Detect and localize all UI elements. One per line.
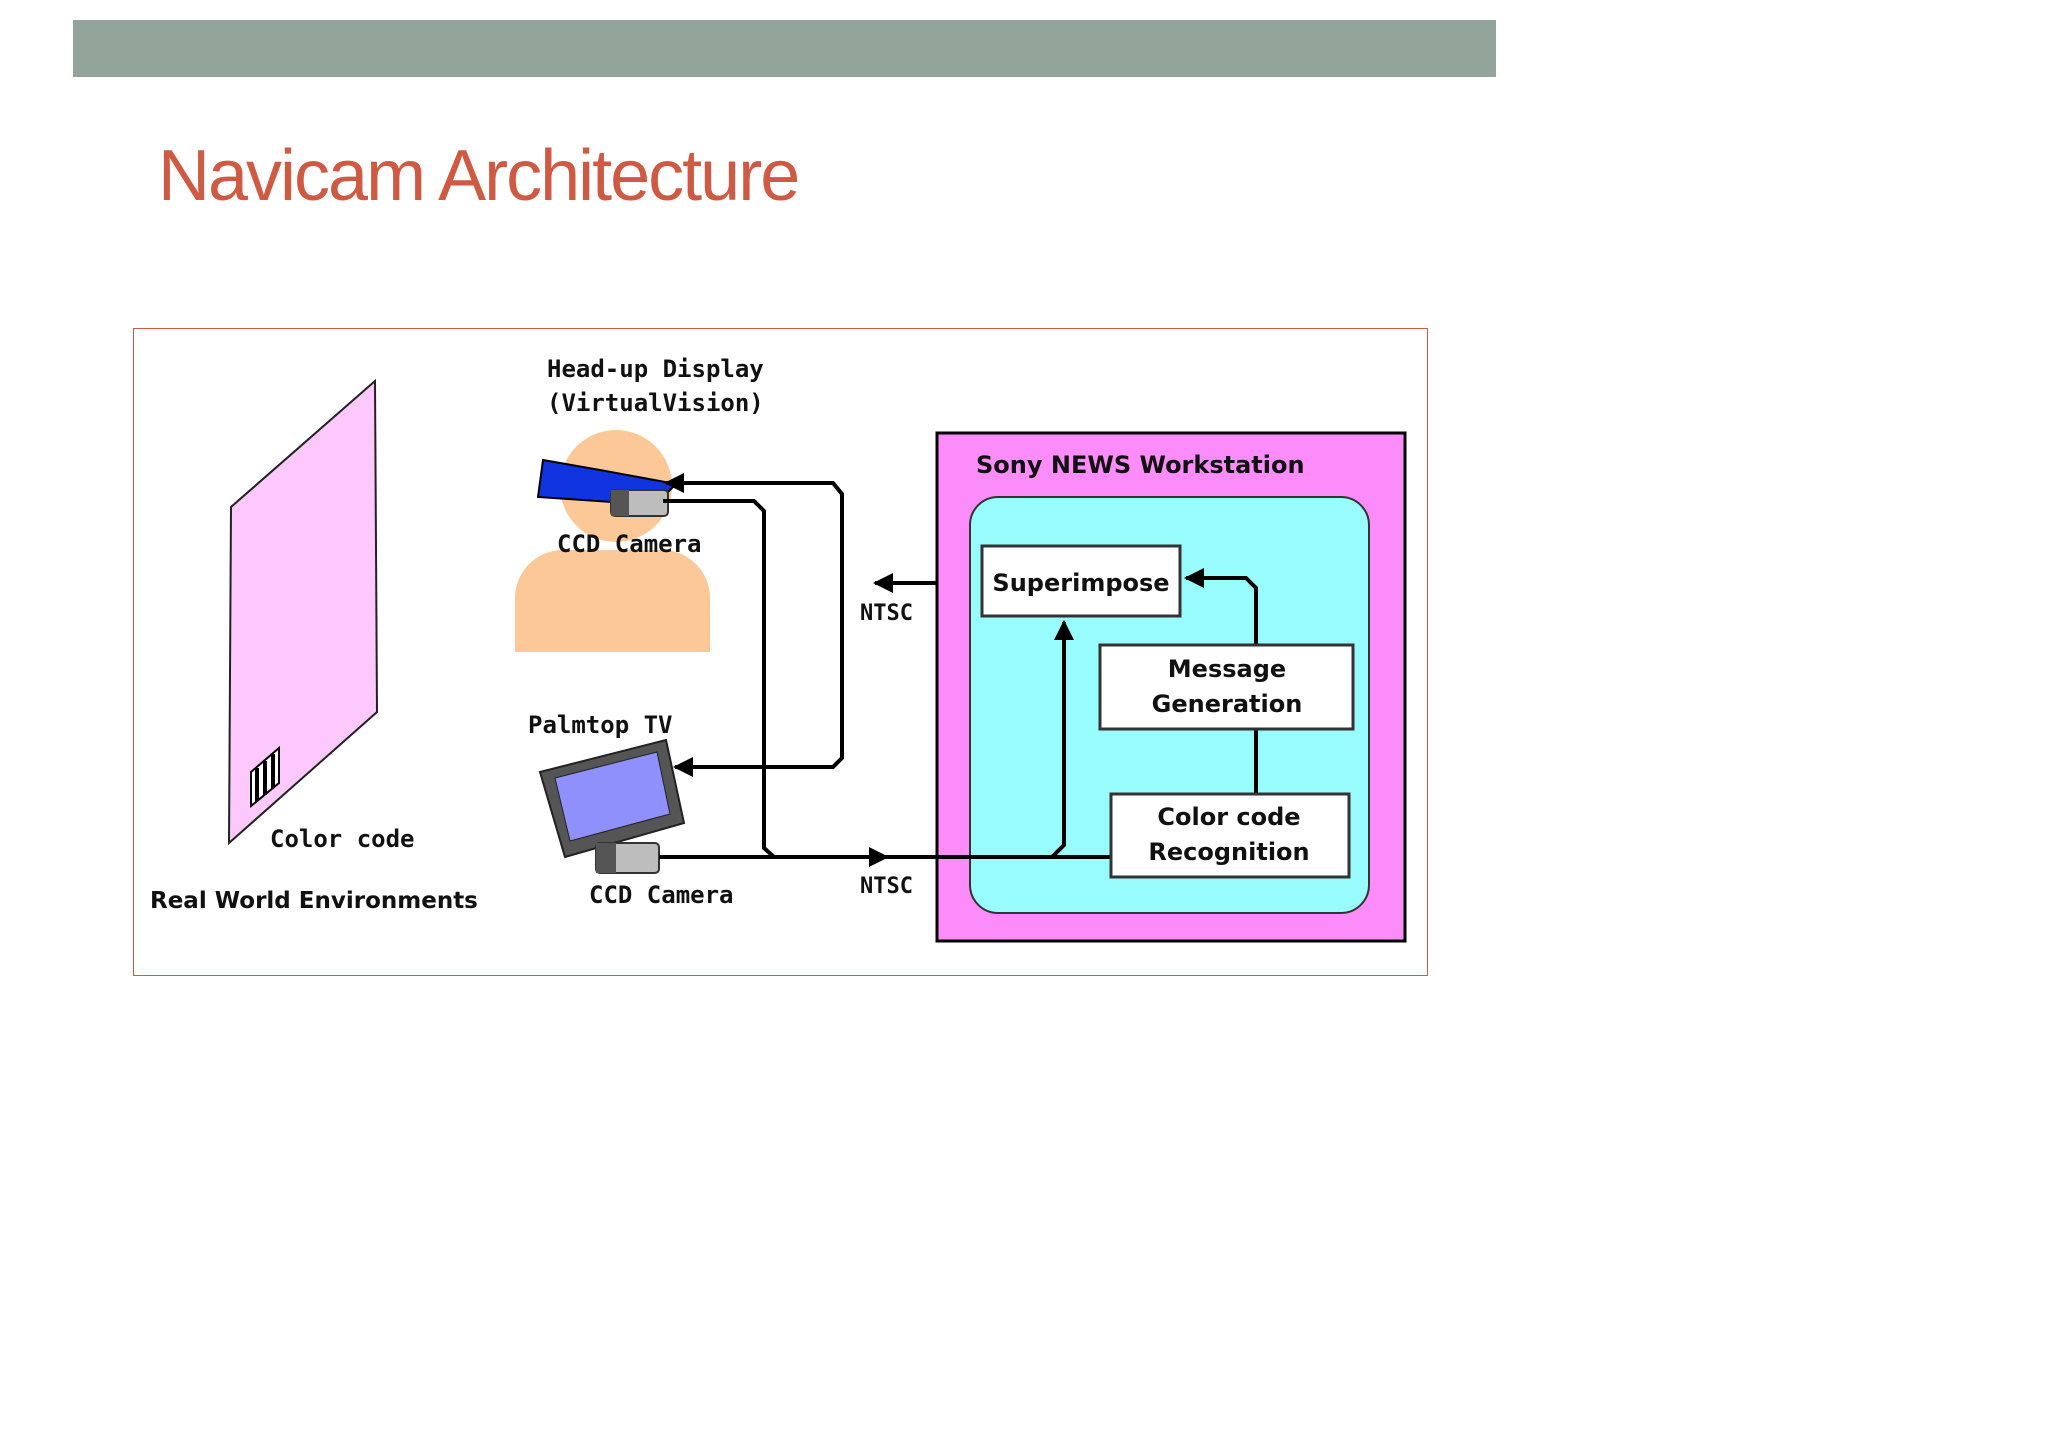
ccd-camera-bottom-icon <box>595 842 660 874</box>
recognition-to-superimpose-line <box>1050 620 1074 859</box>
ccd-camera-top-icon <box>610 489 669 517</box>
top-camera-signal-line <box>663 499 776 859</box>
superimpose-label: Superimpose <box>992 569 1169 597</box>
color-code-recognition-label-line2: Recognition <box>1148 838 1309 866</box>
color-code-recognition-box <box>1109 792 1351 879</box>
architecture-diagram: Color code Real World Environments Head-… <box>150 355 1407 943</box>
message-generation-label-line1: Message <box>1168 655 1286 683</box>
hud-label-line1: Head-up Display <box>547 355 764 383</box>
ntsc-bottom-label: NTSC <box>860 874 913 899</box>
color-code-barcode-icon <box>250 745 280 809</box>
real-world-label: Real World Environments <box>150 888 478 914</box>
ntsc-top-label: NTSC <box>860 601 913 626</box>
palmtop-tv-icon <box>538 738 686 859</box>
message-generation-box <box>1098 643 1355 731</box>
color-code-label: Color code <box>270 825 415 853</box>
color-code-recognition-label-line1: Color code <box>1157 803 1300 831</box>
superimpose-box <box>980 544 1182 618</box>
hud-feed-line <box>664 473 844 583</box>
workstation-label: Sony NEWS Workstation <box>976 451 1305 479</box>
tv-feed-line <box>673 583 844 777</box>
message-generation-label-line2: Generation <box>1152 690 1303 718</box>
message-to-superimpose-line <box>1184 568 1258 645</box>
ccd-camera-top-label: CCD Camera <box>557 530 702 558</box>
color-code-card <box>227 378 379 846</box>
ccd-camera-bottom-label: CCD Camera <box>589 881 734 909</box>
header-bar <box>73 20 1496 77</box>
hud-label-line2: (VirtualVision) <box>547 389 764 417</box>
palmtop-tv-label: Palmtop TV <box>528 711 673 739</box>
slide-title: Navicam Architecture <box>158 136 800 216</box>
